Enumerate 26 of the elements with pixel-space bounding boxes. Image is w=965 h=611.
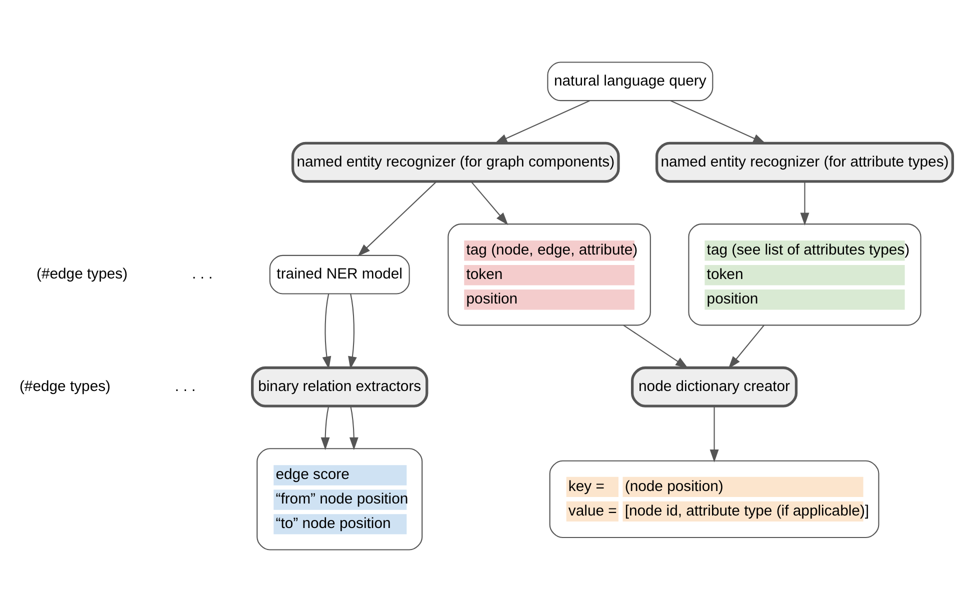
node-box: key = (node position) value = [node id, attribute type (if applicable)] [549,460,880,538]
arrow [623,324,688,368]
label: . . . [192,266,213,282]
node-box: edge score “from” node position “to” node position [256,448,423,550]
node-box: natural language query [547,61,714,101]
arrow [494,100,590,144]
label: (#edge types) [19,378,111,394]
arrow [670,100,766,144]
node-box: binary relation extractors [251,366,428,407]
arrow [470,180,508,225]
arrow [349,406,358,450]
label: (#edge types) [36,266,128,282]
node-box: tag (node, edge, attribute) token position [448,223,651,326]
node-box: named entity recognizer (for attribute types) [655,141,954,182]
arrow [348,293,357,369]
label: . . . [174,378,196,394]
arrow [320,406,330,450]
node-box: trained NER model [269,254,410,294]
arrow [728,324,764,368]
arrow [710,406,719,462]
arrow [322,293,332,369]
node-box: node dictionary creator [630,366,798,407]
node-box: named entity recognizer (for graph components) [291,141,620,182]
node-box: tag (see list of attributes types) token position [688,223,922,326]
arrow [358,180,437,256]
arrow [800,181,810,226]
